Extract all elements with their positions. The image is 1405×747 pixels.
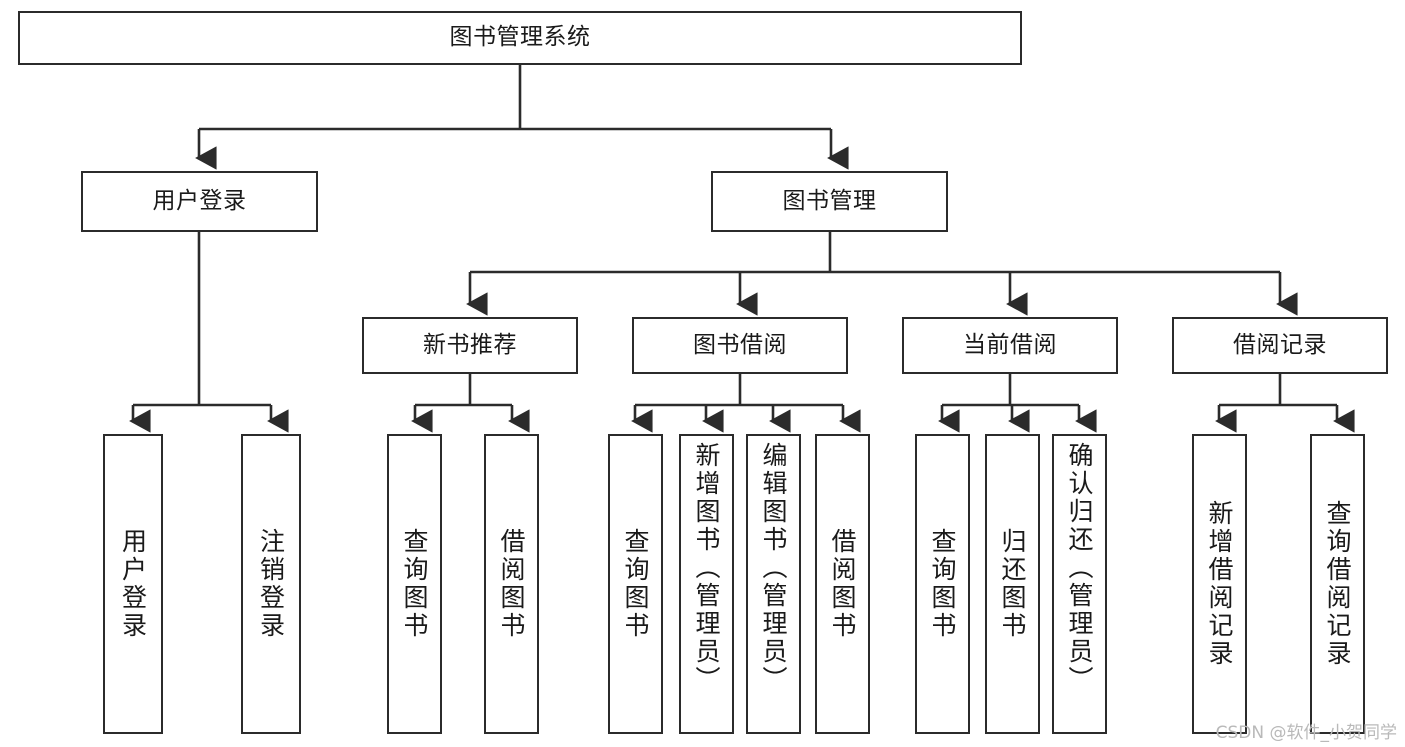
node-label: 查询借阅记录 [1323,500,1352,668]
node-label: 确认归还（管理员） [1065,442,1094,694]
node-root-system[interactable]: 图书管理系统 [18,11,1022,65]
node-label: 查询图书 [400,528,429,640]
node-book-borrowing[interactable]: 图书借阅 [632,317,848,374]
node-label: 编辑图书（管理员） [759,442,788,694]
node-label: 借阅图书 [828,528,857,640]
node-leaf-add-book-admin[interactable]: 新增图书（管理员） [679,434,734,734]
node-new-book-recommendation[interactable]: 新书推荐 [362,317,578,374]
node-leaf-borrow-books[interactable]: 借阅图书 [815,434,870,734]
node-leaf-edit-book-admin[interactable]: 编辑图书（管理员） [746,434,801,734]
node-label: 用户登录 [118,528,148,640]
node-leaf-add-borrow-record[interactable]: 新增借阅记录 [1192,434,1247,734]
node-leaf-user-login[interactable]: 用户登录 [103,434,163,734]
node-leaf-query-books-rec[interactable]: 查询图书 [387,434,442,734]
node-label: 图书借阅 [693,331,787,358]
node-label: 注销登录 [256,528,286,640]
node-user-login[interactable]: 用户登录 [81,171,318,232]
node-label: 新书推荐 [423,331,517,358]
node-leaf-borrow-books-rec[interactable]: 借阅图书 [484,434,539,734]
node-leaf-confirm-return-admin[interactable]: 确认归还（管理员） [1052,434,1107,734]
node-label: 查询图书 [928,528,957,640]
node-borrow-records[interactable]: 借阅记录 [1172,317,1388,374]
node-label: 图书管理系统 [449,24,591,51]
node-leaf-logout[interactable]: 注销登录 [241,434,301,734]
node-book-management[interactable]: 图书管理 [711,171,948,232]
node-current-borrowing[interactable]: 当前借阅 [902,317,1118,374]
node-label: 查询图书 [621,528,650,640]
node-leaf-query-books-current[interactable]: 查询图书 [915,434,970,734]
node-label: 用户登录 [152,187,247,214]
node-leaf-return-books[interactable]: 归还图书 [985,434,1040,734]
node-leaf-query-borrow-record[interactable]: 查询借阅记录 [1310,434,1365,734]
node-label: 归还图书 [998,528,1027,640]
node-label: 图书管理 [782,187,877,214]
node-label: 借阅图书 [497,528,526,640]
node-label: 新增图书（管理员） [692,442,721,694]
node-label: 新增借阅记录 [1205,500,1234,668]
node-label: 当前借阅 [963,331,1057,358]
node-label: 借阅记录 [1233,331,1327,358]
watermark: CSDN @软件_小贺同学 [1215,723,1397,743]
node-leaf-query-books-borrow[interactable]: 查询图书 [608,434,663,734]
